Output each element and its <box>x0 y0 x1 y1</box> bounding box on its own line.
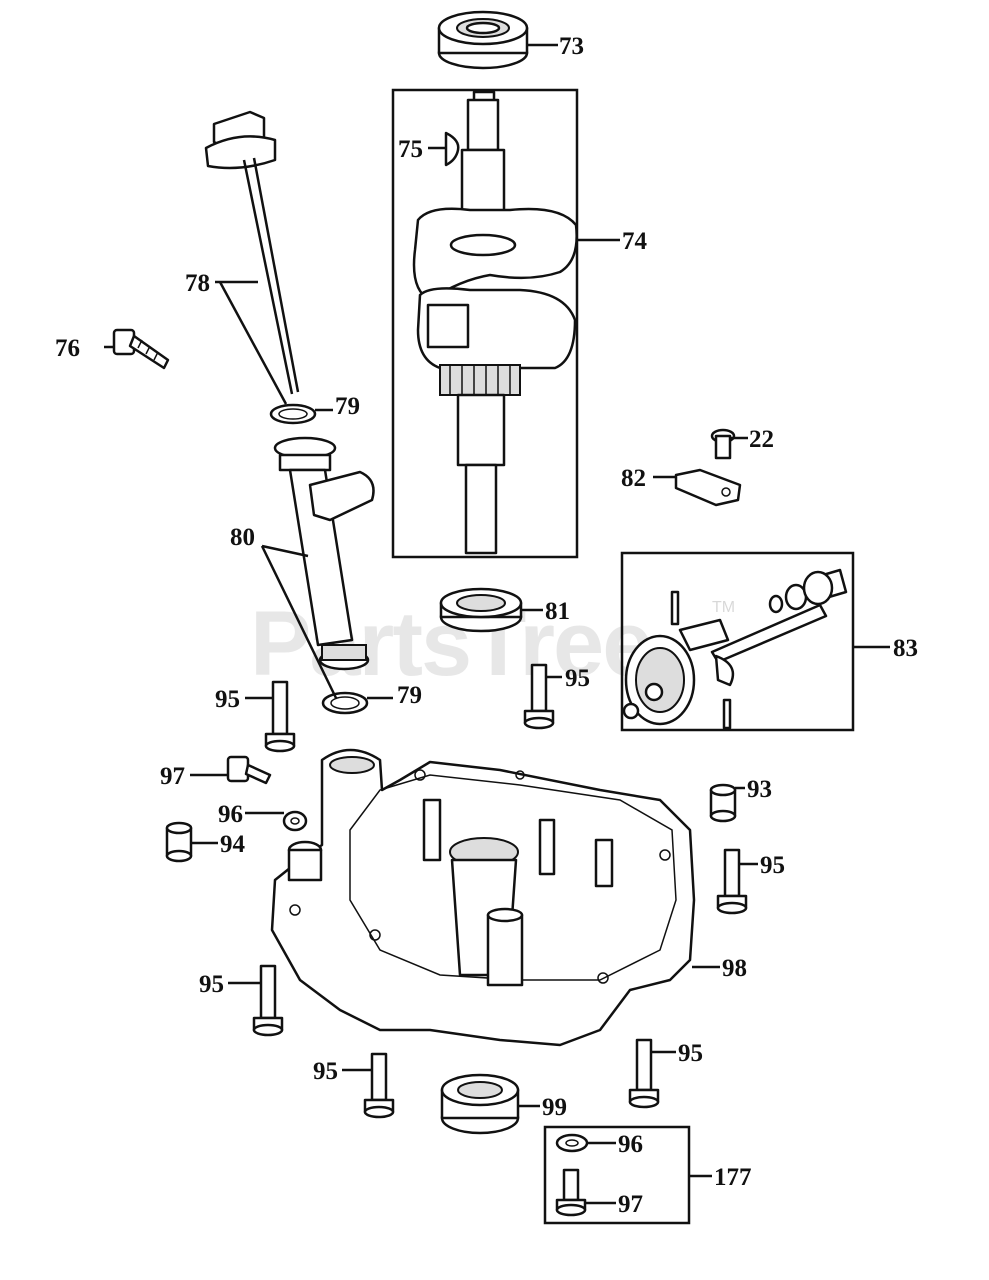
leader-lines <box>104 43 890 1205</box>
governor-group-box <box>620 551 855 732</box>
callout-97-b: 97 <box>618 1191 643 1218</box>
part-83-governor-assembly[interactable] <box>622 568 848 730</box>
part-97-bolt[interactable] <box>226 755 272 785</box>
part-98-crankcase-cover[interactable] <box>270 748 696 1047</box>
callout-82: 82 <box>621 465 646 492</box>
callout-99: 99 <box>542 1094 567 1121</box>
callout-177: 177 <box>714 1164 752 1191</box>
callout-96-a: 96 <box>218 801 243 828</box>
callout-74: 74 <box>622 228 648 255</box>
part-22-screw[interactable] <box>710 428 736 460</box>
callout-73: 73 <box>559 33 584 60</box>
callout-79-upper: 79 <box>335 393 360 420</box>
part-99-seal[interactable] <box>440 1073 520 1135</box>
callout-79-lower: 79 <box>397 682 422 709</box>
callout-95-b: 95 <box>565 665 590 692</box>
callout-97-a: 97 <box>160 763 185 790</box>
crankshaft-group-box <box>391 88 579 559</box>
part-95-bolt-c[interactable] <box>716 848 748 915</box>
callout-96-b: 96 <box>618 1131 643 1158</box>
callout-75: 75 <box>398 136 423 163</box>
part-75-key[interactable] <box>444 131 460 167</box>
callout-95-d: 95 <box>199 971 224 998</box>
part-94-sleeve[interactable] <box>165 821 193 863</box>
part-95-bolt-e[interactable] <box>363 1052 395 1119</box>
callout-95-e: 95 <box>313 1058 338 1085</box>
callout-83: 83 <box>893 635 918 662</box>
part-73-bearing[interactable] <box>437 10 529 70</box>
part-96-washer[interactable] <box>282 810 308 832</box>
part-93-sleeve[interactable] <box>709 783 737 823</box>
part-76-bolt[interactable] <box>112 328 170 370</box>
part-82-bracket[interactable] <box>674 468 742 507</box>
callout-94: 94 <box>220 831 246 858</box>
callout-22: 22 <box>749 426 774 453</box>
part-79-oring-upper[interactable] <box>269 403 317 425</box>
part-79-oring-lower[interactable] <box>321 691 369 715</box>
callout-95-f: 95 <box>678 1040 703 1067</box>
callout-93: 93 <box>747 776 772 803</box>
part-74-crankshaft[interactable] <box>412 90 578 555</box>
callout-81: 81 <box>545 598 570 625</box>
callout-95-c: 95 <box>760 852 785 879</box>
callout-78: 78 <box>185 270 210 297</box>
watermark-tm: TM <box>712 599 735 616</box>
part-80-dipstick-tube[interactable] <box>273 436 375 671</box>
part-95-bolt-b[interactable] <box>523 663 555 730</box>
callout-76: 76 <box>55 335 80 362</box>
callout-80: 80 <box>230 524 255 551</box>
part-81-seal[interactable] <box>439 587 523 633</box>
part-95-bolt-f[interactable] <box>628 1038 660 1109</box>
callout-95-a: 95 <box>215 686 240 713</box>
callout-98: 98 <box>722 955 747 982</box>
kit-177-bolt[interactable] <box>555 1168 587 1217</box>
kit-177-washer[interactable] <box>555 1133 589 1153</box>
part-95-bolt-a[interactable] <box>264 680 296 753</box>
part-78-dipstick[interactable] <box>204 110 300 395</box>
part-95-bolt-d[interactable] <box>252 964 284 1037</box>
